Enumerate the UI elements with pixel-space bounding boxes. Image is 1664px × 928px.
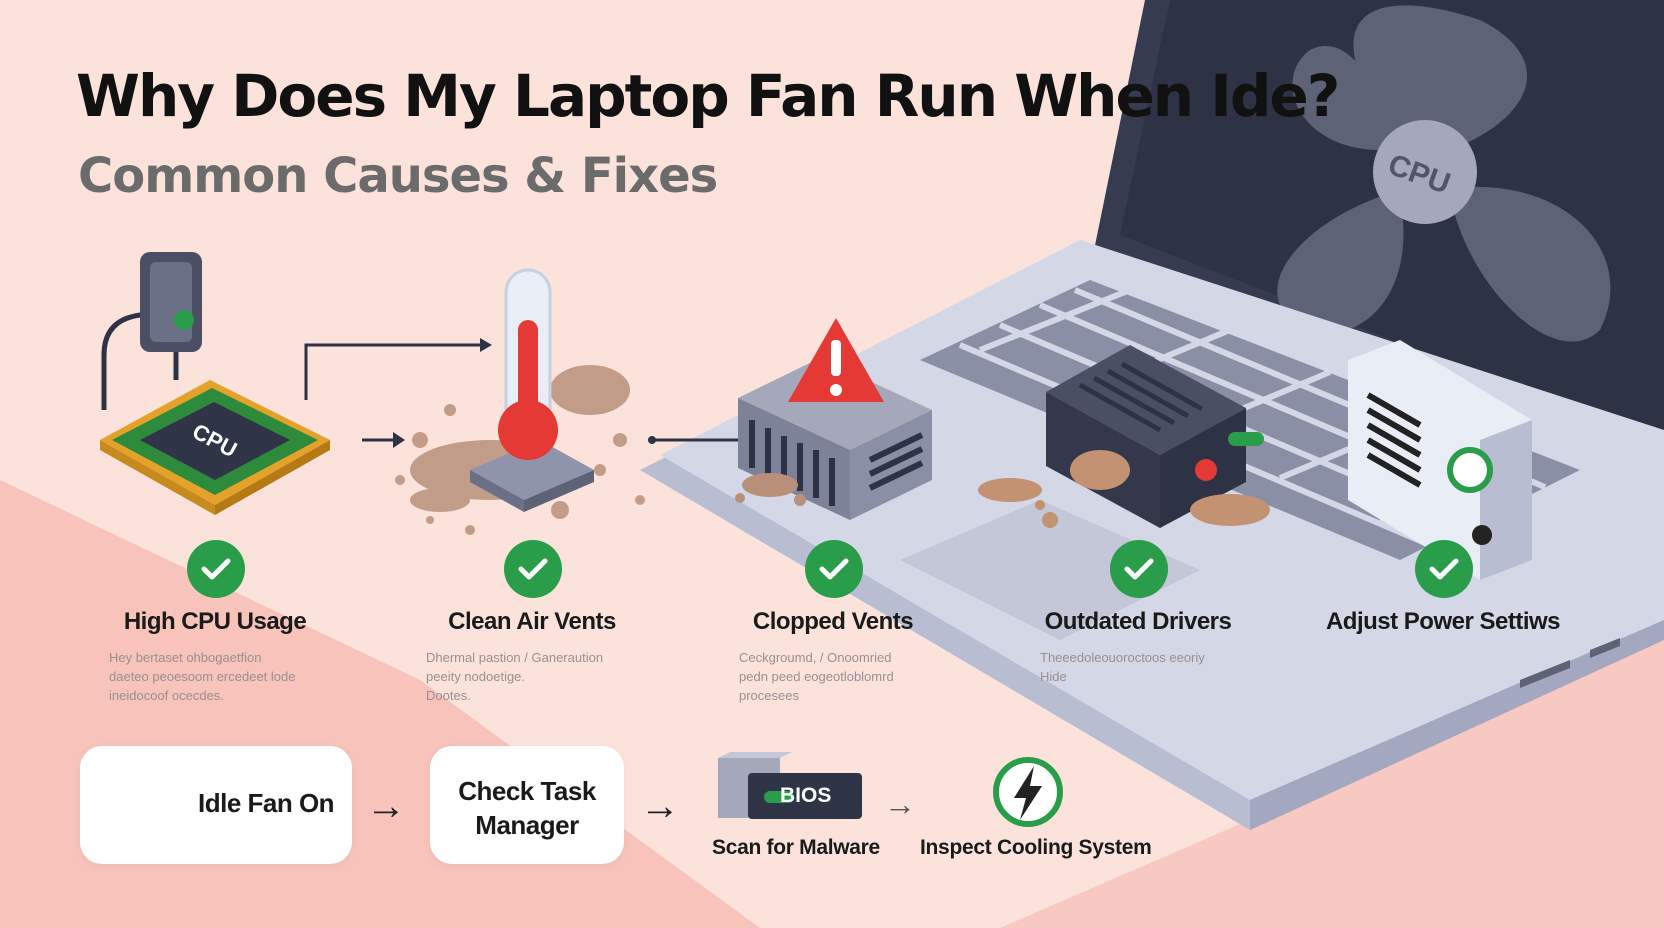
step-label-inspect-cooling: Inspect Cooling System — [920, 836, 1152, 859]
bios-badge-label: BIOS — [780, 784, 832, 807]
checkmark-icon — [1110, 540, 1168, 598]
checkmark-icon — [187, 540, 245, 598]
step-label: Check Task Manager — [458, 776, 596, 840]
step-label-scan-malware: Scan for Malware — [712, 836, 880, 859]
bios-chip-icon — [718, 752, 862, 819]
laptop-ports — [1520, 638, 1620, 688]
arrow-right-icon: → — [640, 784, 680, 828]
cause-label: Outdated Drivers — [1044, 608, 1232, 635]
fan-icon: CPU — [1277, 5, 1611, 342]
page-title: Why Does My Laptop Fan Run When Ide? — [76, 62, 1340, 130]
step-card-idle-fan: Idle Fan On — [80, 746, 352, 864]
arrow-right-icon: → — [366, 784, 406, 828]
page-subtitle: Common Causes & Fixes — [78, 148, 718, 204]
dust-splatter — [978, 450, 1270, 528]
connector-arrow — [393, 432, 405, 448]
driver-box-illustration — [978, 345, 1270, 528]
connector-line — [304, 343, 480, 400]
cause-label: Adjust Power Settiws — [1325, 608, 1561, 635]
cpu-chip-illustration: CPU — [100, 252, 330, 515]
dust-splatter — [735, 473, 806, 506]
power-settings-illustration — [1348, 340, 1532, 580]
arrow-right-icon: → — [884, 786, 916, 822]
cause-label: High CPU Usage — [123, 608, 307, 635]
checkmark-icon — [805, 540, 863, 598]
step-card-task-manager: Check Task Manager — [430, 746, 624, 864]
checkmark-icon — [1415, 540, 1473, 598]
checkmark-icon — [504, 540, 562, 598]
heatsink-illustration — [735, 318, 932, 520]
power-toggle-icon — [1447, 447, 1493, 493]
laptop-trackpad — [900, 500, 1200, 640]
thermometer-illustration — [395, 268, 645, 535]
cause-label: Clopped Vents — [752, 608, 914, 635]
cause-label: Clean Air Vents — [448, 608, 616, 635]
lightning-icon — [993, 757, 1063, 827]
step-label: Idle Fan On — [198, 788, 335, 818]
